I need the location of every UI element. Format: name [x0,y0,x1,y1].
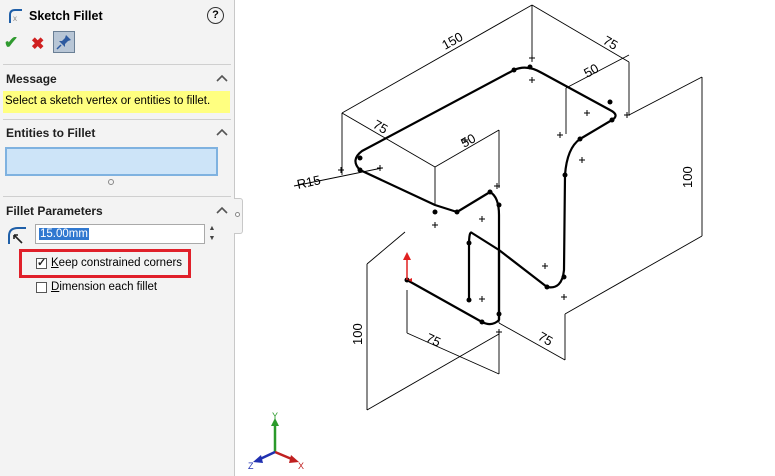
fillet-radius-icon [8,227,26,244]
svg-text:x: x [13,14,17,23]
triad-z-label: Z [248,461,254,471]
resize-grip[interactable] [108,179,114,185]
dim-100-left[interactable]: 100 [350,323,365,345]
dim-50-top[interactable]: 50 [581,60,601,80]
sketch-fillet-icon: x [9,9,22,23]
dim-75-left[interactable]: 75 [371,117,391,137]
message-text: Select a sketch vertex or entities to fi… [3,91,230,113]
ok-button[interactable]: ✔ [4,33,19,52]
divider [3,64,231,65]
collapse-message-icon[interactable] [216,73,228,83]
keep-constrained-corners-checkbox[interactable] [36,256,47,269]
entities-selection-box[interactable] [5,147,218,176]
cancel-button[interactable]: ✖ [31,36,45,53]
triad-y-label: Y [272,411,278,421]
graphics-area[interactable]: 150 75 50 75 50 R15 100 100 75 75 Y X Z [242,0,775,476]
message-section-title: Message [6,72,57,86]
parameters-section-title: Fillet Parameters [6,204,103,218]
fillet-radius-value: 15.00mm [39,228,89,240]
coordinate-triad: Y X Z [248,411,304,471]
collapse-entities-icon[interactable] [216,127,228,137]
confirm-row: ✔ ✖ [0,30,235,58]
dimension-each-fillet-checkbox[interactable] [36,282,47,293]
help-button[interactable]: ? [207,7,224,24]
divider [3,119,231,120]
dimension-each-fillet-label[interactable]: Dimension each fillet [51,281,158,293]
origin-icon [403,252,412,282]
dim-75-top-right[interactable]: 75 [601,33,621,53]
highlight-callout [19,249,191,278]
panel-collapse-tab[interactable] [234,198,243,234]
dim-75-bottom-left[interactable]: 75 [424,330,443,350]
dim-50-mid[interactable]: 50 [458,130,478,150]
panel-header: x Sketch Fillet ? [0,0,235,32]
dim-100-right[interactable]: 100 [680,166,695,188]
keep-visible-pin-button[interactable] [53,31,75,53]
triad-x-label: X [298,461,304,471]
entities-section-title: Entities to Fillet [6,126,96,140]
dim-75-bottom-right[interactable]: 75 [536,329,556,349]
dim-radius[interactable]: R15 [296,172,322,192]
radius-spinner[interactable]: ▲▼ [208,225,216,242]
divider [3,196,231,197]
keep-constrained-corners-label[interactable]: Keep constrained corners [51,257,183,269]
property-manager-panel: x Sketch Fillet ? ✔ ✖ Message Select a s… [0,0,235,476]
pushpin-icon [56,35,71,50]
panel-title: Sketch Fillet [29,9,103,23]
collapse-parameters-icon[interactable] [216,205,228,215]
dim-150[interactable]: 150 [439,29,465,53]
fillet-radius-input[interactable]: 15.00mm [35,224,205,244]
